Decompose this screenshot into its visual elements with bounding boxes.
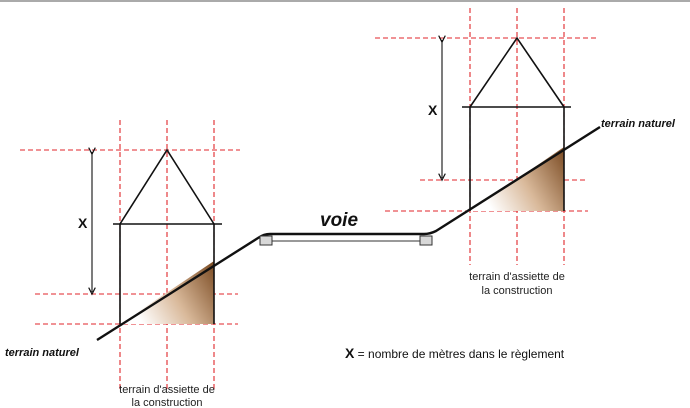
assiette-left-line1: terrain d'assiette de [119,384,215,396]
left-slope-fill [120,261,214,324]
assiette-left-line2: la construction [132,397,203,408]
terrain-naturel-right-label: terrain naturel [601,118,676,130]
terrain-naturel-left-label: terrain naturel [5,347,80,359]
left-x-label: X [78,215,88,231]
road-kerb-right [419,235,433,246]
right-x-label: X [428,102,438,118]
legend-text: = nombre de mètres dans le règlement [354,347,564,361]
assiette-right-line2: la construction [482,285,553,297]
road-kerb-left [259,235,273,246]
legend: X = nombre de mètres dans le règlement [345,345,565,361]
legend-symbol: X [345,345,355,361]
right-house-group: X [375,8,598,265]
voie-label: voie [320,210,358,231]
left-house-roof [119,148,215,225]
right-house-roof [469,36,565,108]
left-house-group: X [20,120,240,390]
assiette-right-line1: terrain d'assiette de [469,271,565,283]
